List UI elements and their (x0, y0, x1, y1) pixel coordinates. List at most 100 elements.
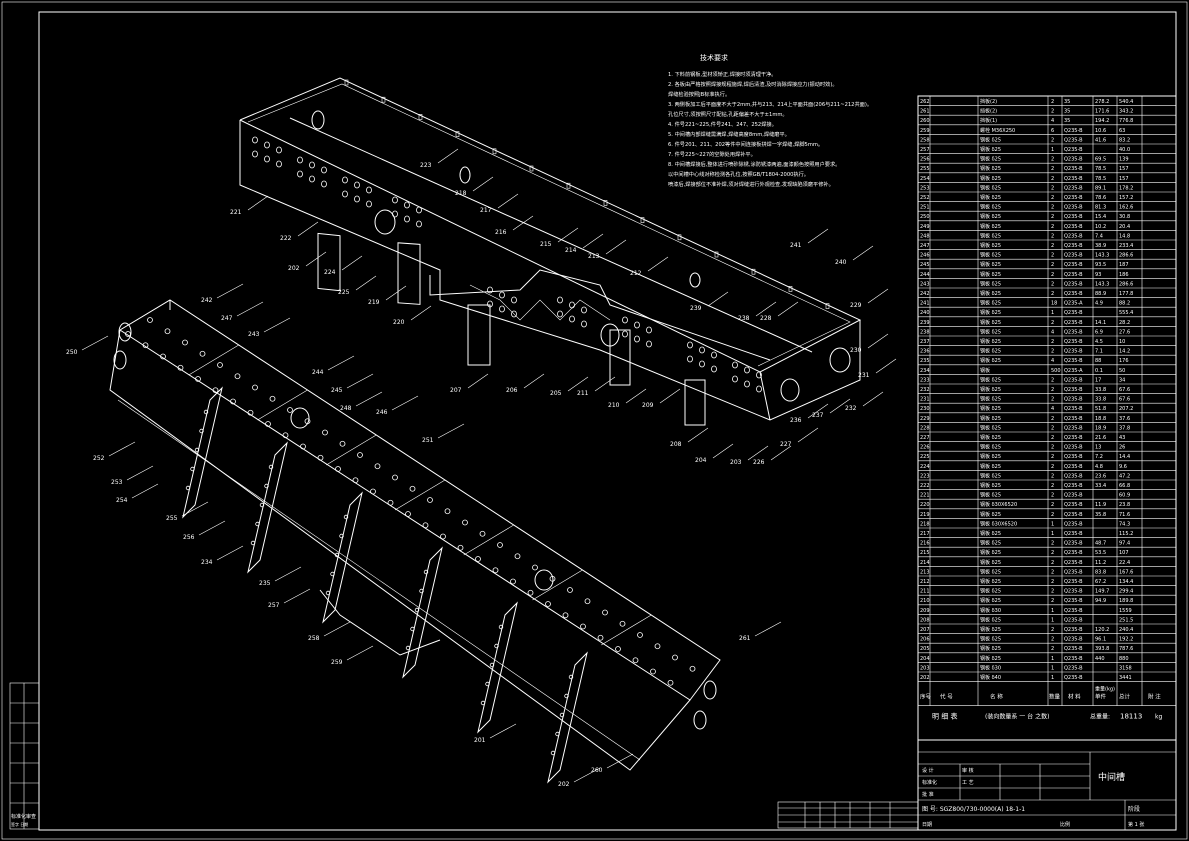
bom-cell: 4.9 (1095, 301, 1103, 307)
bom-cell: 钢板 δ25 (980, 444, 1001, 451)
total-weight-unit: kg (1155, 714, 1162, 721)
bom-cell: 40.0 (1119, 147, 1130, 153)
bom-cell: 14.2 (1119, 349, 1130, 355)
part-label: 228 (760, 315, 772, 322)
bom-cell: 钢板 δ25 (980, 242, 1001, 249)
bom-cell: Q235-B (1064, 560, 1083, 566)
bom-cell: 253 (920, 185, 930, 191)
part-label: 209 (642, 402, 654, 409)
bom-cell: 120.2 (1095, 627, 1109, 633)
bom-cell: 67.2 (1095, 579, 1106, 585)
bom-cell: 1559 (1119, 608, 1132, 614)
bom-cell: 251 (920, 205, 930, 211)
bom-cell: 2 (1051, 435, 1054, 441)
bom-cell: 162.6 (1119, 205, 1133, 211)
bom-cell: 257 (920, 147, 930, 153)
bom-cell: 钢板 δ25 (980, 396, 1001, 403)
bom-cell: 262 (920, 99, 930, 105)
bom-cell: 钢板 δ25 (980, 549, 1001, 556)
bom-cell: 钢板 δ25 (980, 328, 1001, 335)
bom-cell: 4.8 (1095, 464, 1103, 470)
bom-cell: 255 (920, 166, 930, 172)
bom-cell: 35 (1064, 99, 1070, 105)
part-label: 220 (393, 319, 405, 326)
bom-cell: Q235-B (1064, 502, 1083, 508)
part-label: 227 (780, 441, 792, 448)
bom-cell: 27.6 (1119, 329, 1130, 335)
bom-cell: 440 (1095, 656, 1105, 662)
bom-header: 代 号 (940, 693, 953, 701)
bom-cell: 钢板 δ25 (980, 319, 1001, 326)
bom-cell: 钢板 δ25 (980, 472, 1001, 479)
part-label: 256 (183, 534, 195, 541)
bom-cell: 207.2 (1119, 406, 1133, 412)
bom-cell: 256 (920, 157, 930, 163)
bom-cell: 2 (1051, 224, 1054, 230)
bom-cell: 221 (920, 493, 930, 499)
bom-cell: Q235-B (1064, 176, 1083, 182)
bom-cell: 243 (920, 281, 930, 287)
bom-cell: 89.1 (1095, 185, 1106, 191)
part-label: 246 (376, 409, 388, 416)
bom-cell: 钢板 δ25 (980, 194, 1001, 201)
part-label: 231 (858, 372, 870, 379)
bom-cell: 2 (1051, 637, 1054, 643)
bom-cell: 11.9 (1095, 502, 1106, 508)
bom-cell: 钢板 δ25 (980, 232, 1001, 239)
bom-cell: 246 (920, 253, 930, 259)
bom-cell: 259 (920, 128, 930, 134)
part-label: 261 (739, 635, 751, 642)
bom-cell: Q235-B (1064, 445, 1083, 451)
bom-cell: 393.8 (1095, 646, 1109, 652)
bom-cell: 2 (1051, 579, 1054, 585)
part-label: 226 (753, 459, 765, 466)
part-label: 242 (201, 297, 213, 304)
part-label: 252 (93, 455, 105, 462)
bom-cell: 258 (920, 137, 930, 143)
bom-cell: 237 (920, 339, 930, 345)
part-label: 250 (66, 349, 78, 356)
bom-cell: 钢板 δ25 (980, 568, 1001, 575)
part-label: 201 (474, 737, 486, 744)
bom-cell: 167.6 (1119, 569, 1133, 575)
part-label: 234 (201, 559, 213, 566)
part-label: 237 (812, 412, 824, 419)
part-label: 230 (850, 347, 862, 354)
bom-cell: 214 (920, 560, 930, 566)
bom-cell: Q235-B (1064, 637, 1083, 643)
bom-cell: Q235-B (1064, 157, 1083, 163)
bom-cell: 1 (1051, 675, 1054, 681)
bom-header: 名 称 (990, 693, 1003, 701)
bom-cell: Q235-B (1064, 397, 1083, 403)
bom-cell: Q235-B (1064, 377, 1083, 383)
bom-cell: 钢板 δ30X6520 (980, 520, 1017, 527)
bom-cell: Q235-B (1064, 512, 1083, 518)
part-label: 240 (835, 259, 847, 266)
bom-cell: Q235-B (1064, 128, 1083, 134)
part-label: 202 (558, 781, 570, 788)
bom-cell: 38.9 (1095, 243, 1106, 249)
bom-cell: 299.4 (1119, 589, 1133, 595)
bom-cell: Q235-B (1064, 608, 1083, 614)
bom-header: 序号 (920, 693, 932, 701)
bom-cell: Q235-B (1064, 339, 1083, 345)
note-line: 焊缝检验按照JB标准执行。 (668, 90, 730, 98)
bom-cell: 250 (920, 214, 930, 220)
bom-cell: 278.2 (1095, 99, 1109, 105)
note-line: 3. 两侧板加工后平面度不大于2mm,并与213、214上平面共面(206与21… (668, 100, 872, 108)
bom-cell: 227 (920, 435, 930, 441)
part-label: 243 (248, 331, 260, 338)
bom-cell: 钢板 δ25 (980, 376, 1001, 383)
bom-cell: Q235-B (1064, 291, 1083, 297)
bom-cell: 223 (920, 473, 930, 479)
bom-cell: 钢板 δ25 (980, 636, 1001, 643)
bom-cell: 0.1 (1095, 368, 1103, 374)
bom-cell: 钢板 δ25 (980, 271, 1001, 278)
part-label: 208 (670, 441, 682, 448)
bom-cell: 6.9 (1095, 329, 1103, 335)
bom-cell: 6 (1051, 128, 1054, 134)
bom-cell: 钢板 δ25 (980, 424, 1001, 431)
bom-cell: Q235-B (1064, 387, 1083, 393)
drawing-name: 中间槽 (1098, 771, 1125, 783)
